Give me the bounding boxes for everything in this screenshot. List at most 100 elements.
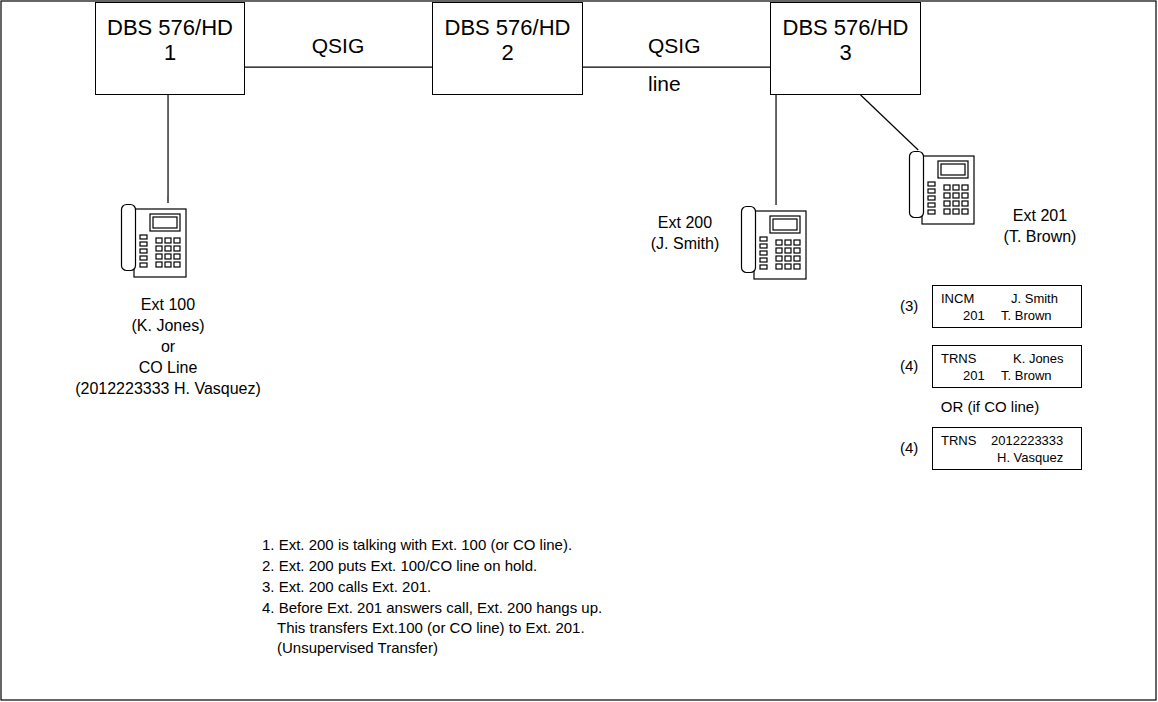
phone-button	[140, 249, 147, 253]
box-title: 2	[501, 40, 513, 65]
phone-key	[944, 209, 950, 214]
display-text: T. Brown	[1001, 368, 1052, 384]
edge-label: QSIG	[648, 34, 701, 58]
pbx-box: DBS 576/HD1	[95, 2, 245, 95]
display-text: 201	[963, 308, 985, 324]
phone-key	[944, 201, 950, 206]
trunk-line	[245, 66, 432, 67]
phone-button	[140, 242, 147, 246]
display-text: TRNS	[941, 351, 976, 367]
phone-body	[134, 209, 186, 277]
note-text: OR (if CO line)	[941, 398, 1039, 415]
callout-number: (3)	[900, 297, 918, 314]
phone-key	[165, 262, 171, 267]
phone-body	[922, 156, 974, 224]
trunk-line	[583, 66, 770, 67]
extension-label: (T. Brown)	[1004, 227, 1077, 246]
extension-label: or	[161, 337, 175, 356]
phone-key	[962, 185, 968, 190]
phone-button	[140, 256, 147, 260]
extension-label: (2012223333 H. Vasquez)	[75, 379, 261, 398]
phone-key	[953, 185, 959, 190]
extension-label: (J. Smith)	[651, 234, 719, 253]
pbx-box: DBS 576/HD3	[770, 2, 921, 95]
extension-label: CO Line	[139, 358, 198, 377]
step-text: (Unsupervised Transfer)	[277, 639, 438, 656]
phone-button	[760, 258, 767, 262]
phone-key	[953, 209, 959, 214]
phone-key	[174, 254, 180, 259]
phone-key	[174, 262, 180, 267]
phone-key	[174, 238, 180, 243]
phone-key	[165, 246, 171, 251]
phone-handset	[122, 205, 136, 271]
display-box: TRNS2012223333H. Vasquez	[932, 427, 1082, 470]
phone-key	[785, 264, 791, 269]
phone-button	[928, 189, 935, 193]
phone-body	[754, 211, 806, 279]
display-text: T. Brown	[1001, 308, 1052, 324]
phone-key	[962, 193, 968, 198]
trunk-line	[861, 95, 919, 150]
extension-label: (K. Jones)	[132, 316, 205, 335]
phone-key	[962, 201, 968, 206]
phone-key	[776, 264, 782, 269]
phone-screen-inner	[773, 219, 797, 230]
phone-key	[156, 254, 162, 259]
phone-node: Ext 100(K. Jones)orCO Line(2012223333 H.…	[120, 203, 188, 279]
step-text: 1. Ext. 200 is talking with Ext. 100 (or…	[262, 536, 572, 553]
display-text: K. Jones	[1013, 351, 1064, 367]
phone-key	[794, 240, 800, 245]
edge-label: QSIG	[312, 34, 365, 58]
step-text: 4. Before Ext. 201 answers call, Ext. 20…	[262, 599, 602, 616]
phone-key	[156, 262, 162, 267]
phone-screen	[938, 161, 968, 178]
display-text: TRNS	[941, 433, 976, 449]
trunk-line	[167, 95, 168, 203]
box-title: 1	[164, 40, 176, 65]
phone-icon	[740, 205, 808, 281]
phone-screen-inner	[153, 217, 177, 228]
phone-button	[760, 244, 767, 248]
trunk-line	[775, 95, 776, 205]
phone-button	[760, 251, 767, 255]
phone-screen	[150, 214, 180, 231]
phone-key	[165, 238, 171, 243]
phone-button	[760, 237, 767, 241]
phone-key	[953, 193, 959, 198]
phone-key	[776, 240, 782, 245]
extension-label: Ext 100	[141, 295, 195, 314]
phone-key	[953, 201, 959, 206]
display-text: INCM	[941, 291, 974, 307]
phone-button	[928, 203, 935, 207]
phone-key	[785, 248, 791, 253]
callout-number: (4)	[900, 357, 918, 374]
phone-key	[944, 185, 950, 190]
line-label: line	[648, 72, 681, 96]
phone-key	[776, 248, 782, 253]
callout-number: (4)	[900, 439, 918, 456]
box-title: DBS 576/HD	[107, 15, 233, 40]
phone-key	[794, 264, 800, 269]
phone-key	[156, 246, 162, 251]
phone-key	[174, 246, 180, 251]
display-text: 2012223333	[991, 433, 1063, 449]
phone-button	[140, 263, 147, 267]
extension-label: Ext 201	[1013, 206, 1067, 225]
extension-label: Ext 200	[658, 213, 712, 232]
display-text: 201	[963, 368, 985, 384]
phone-key	[156, 238, 162, 243]
display-text: J. Smith	[1011, 291, 1058, 307]
phone-node: Ext 200(J. Smith)	[740, 205, 808, 281]
box-title: DBS 576/HD	[783, 15, 909, 40]
phone-key	[962, 209, 968, 214]
phone-key	[785, 240, 791, 245]
phone-key	[785, 256, 791, 261]
phone-screen	[770, 216, 800, 233]
phone-screen-inner	[941, 164, 965, 175]
step-text: This transfers Ext.100 (or CO line) to E…	[277, 619, 585, 636]
pbx-box: DBS 576/HD2	[432, 2, 583, 95]
phone-button	[760, 265, 767, 269]
